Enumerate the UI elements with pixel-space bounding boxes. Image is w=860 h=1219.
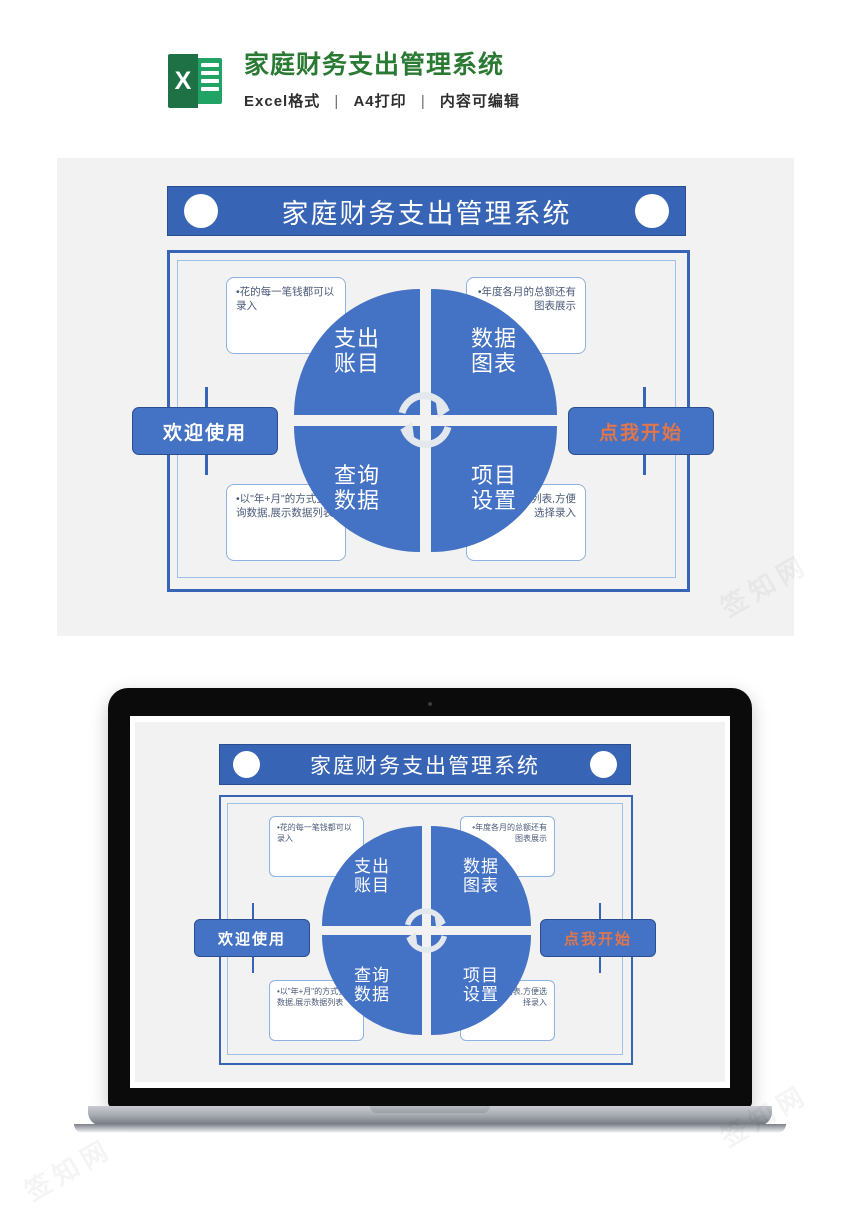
laptop-lid: 家庭财务支出管理系统 •花的每一笔钱都可以录入 •年度各月的总额还有图表展示 •…: [108, 688, 752, 1108]
quadrant-label-line1: 数据: [470, 326, 517, 352]
quadrant-label-line1: 查询: [333, 463, 380, 489]
connector-right-bottom: [643, 455, 646, 475]
laptop-screen: 家庭财务支出管理系统 •花的每一笔钱都可以录入 •年度各月的总额还有图表展示 •…: [130, 716, 730, 1088]
banner-dot-left-icon: [233, 751, 260, 778]
quadrant-label-line1: 查询: [354, 965, 390, 985]
meta-format: Excel格式: [244, 93, 321, 110]
quadrant-label-line2: 账目: [354, 876, 390, 895]
connector-left-bottom: [252, 957, 254, 973]
quadrant-wheel: 支出 账目 数据 图表 查询 数据 项目 设置: [294, 289, 557, 552]
banner-title: 家庭财务支出管理系统: [310, 754, 540, 778]
banner-dot-right-icon: [635, 194, 669, 228]
quadrant-label-line1: 项目: [470, 463, 517, 489]
quadrant-wheel: 支出 账目 数据 图表 查询 数据 项目 设置: [322, 826, 531, 1035]
meta-separator-2: |: [420, 93, 426, 110]
quadrant-label-line2: 数据: [354, 985, 390, 1004]
connector-left-top: [252, 903, 254, 919]
laptop-base-shadow: [74, 1124, 786, 1133]
excel-file-icon: X: [168, 54, 222, 108]
banner-title: 家庭财务支出管理系统: [281, 198, 572, 229]
welcome-button[interactable]: 欢迎使用: [132, 407, 278, 455]
slide-preview-laptop: 家庭财务支出管理系统 •花的每一笔钱都可以录入 •年度各月的总额还有图表展示 •…: [135, 722, 725, 1082]
quadrant-label-line2: 账目: [333, 351, 380, 376]
quadrant-label-line1: 数据: [463, 856, 499, 876]
connector-left-top: [205, 387, 208, 407]
start-button[interactable]: 点我开始: [568, 407, 714, 455]
slide-banner: 家庭财务支出管理系统: [167, 186, 686, 236]
meta-editable: 内容可编辑: [439, 93, 520, 110]
meta-print: A4打印: [353, 93, 407, 110]
start-button[interactable]: 点我开始: [540, 919, 656, 957]
connector-right-bottom: [599, 957, 601, 973]
quadrant-query-data[interactable]: 查询 数据: [322, 935, 422, 1035]
welcome-button[interactable]: 欢迎使用: [194, 919, 310, 957]
quadrant-label-line2: 图表: [470, 351, 517, 376]
quadrant-label-line2: 设置: [470, 488, 517, 513]
page-title: 家庭财务支出管理系统: [244, 51, 505, 79]
refresh-cycle-icon: [401, 901, 451, 960]
banner-dot-right-icon: [590, 751, 617, 778]
connector-left-bottom: [205, 455, 208, 475]
slide-banner: 家庭财务支出管理系统: [219, 744, 631, 785]
excel-icon-letter: X: [174, 67, 192, 95]
quadrant-label-line2: 图表: [463, 876, 499, 895]
refresh-cycle-icon: [394, 383, 456, 457]
banner-dot-left-icon: [184, 194, 218, 228]
quadrant-label-line1: 支出: [354, 856, 390, 876]
quadrant-label-line2: 设置: [463, 985, 499, 1004]
quadrant-label-line1: 项目: [463, 965, 499, 985]
quadrant-label-line2: 数据: [333, 488, 380, 513]
laptop-base: [88, 1106, 772, 1126]
laptop-mockup: 家庭财务支出管理系统 •花的每一笔钱都可以录入 •年度各月的总额还有图表展示 •…: [74, 688, 786, 1158]
page-meta: Excel格式 | A4打印 | 内容可编辑: [244, 90, 520, 111]
connector-right-top: [643, 387, 646, 407]
quadrant-label-line1: 支出: [333, 326, 380, 352]
slide-preview-large: 家庭财务支出管理系统 •花的每一笔钱都可以录入 •年度各月的总额还有图表展示 •…: [57, 158, 794, 636]
page-header: X 家庭财务支出管理系统 Excel格式 | A4打印 | 内容可编辑: [0, 50, 860, 130]
laptop-camera-icon: [428, 702, 432, 706]
meta-separator-1: |: [334, 93, 340, 110]
connector-right-top: [599, 903, 601, 919]
